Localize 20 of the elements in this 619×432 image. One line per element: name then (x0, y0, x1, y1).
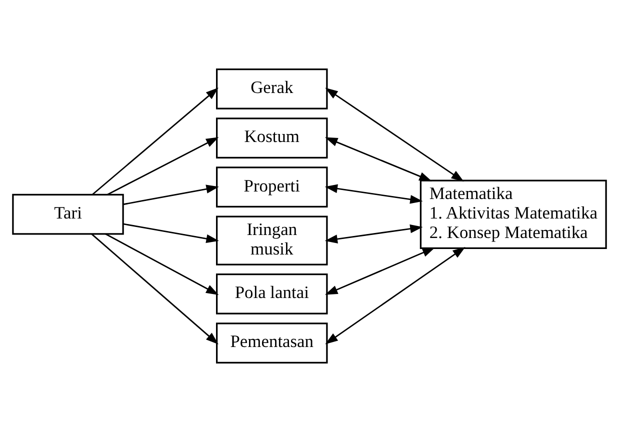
arrow (91, 234, 218, 344)
arrow (123, 223, 219, 244)
arrow (92, 88, 218, 196)
node-box: Pola lantai (216, 274, 328, 314)
node-box: Kostum (216, 118, 328, 158)
node-box: Gerak (216, 68, 328, 110)
arrow (105, 233, 219, 295)
arrow (324, 137, 432, 182)
arrow (324, 248, 436, 295)
arrow (324, 184, 423, 204)
node-box: Pementasan (216, 322, 328, 364)
arrow (106, 137, 219, 196)
arrow (123, 184, 219, 206)
arrow (324, 224, 423, 244)
arrow (325, 246, 466, 344)
arrow (325, 88, 464, 182)
node-box: Matematika 1. Aktivitas Matematika 2. Konsep Matematika (420, 180, 607, 249)
node-box: Iringan musik (216, 216, 328, 266)
node-box: Tari (12, 194, 124, 235)
node-box: Properti (216, 166, 328, 208)
